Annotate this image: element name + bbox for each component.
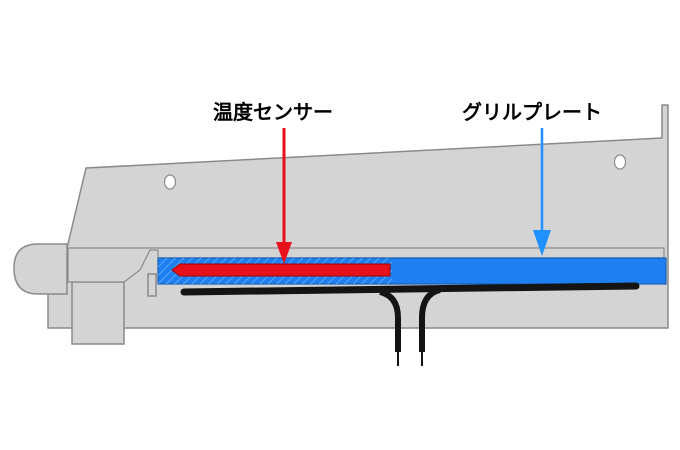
plate-pointer-arrowhead — [533, 230, 551, 256]
heater-lead — [379, 289, 401, 352]
grill-housing-body — [47, 104, 669, 329]
temperature-sensor — [171, 263, 391, 277]
mounting-hole — [613, 154, 627, 170]
mounting-hole — [163, 174, 177, 190]
plate-bracket — [147, 273, 157, 297]
housing-front-knob — [13, 243, 68, 295]
grill-plate-label: グリルプレート — [462, 100, 602, 124]
temperature-sensor-label: 温度センサー — [213, 100, 333, 124]
housing-front-foot — [71, 281, 125, 345]
sensor-pointer-arrowhead — [276, 242, 292, 264]
housing-inner-step — [67, 247, 665, 283]
heater-element — [180, 282, 640, 296]
heater-lead — [419, 287, 441, 352]
